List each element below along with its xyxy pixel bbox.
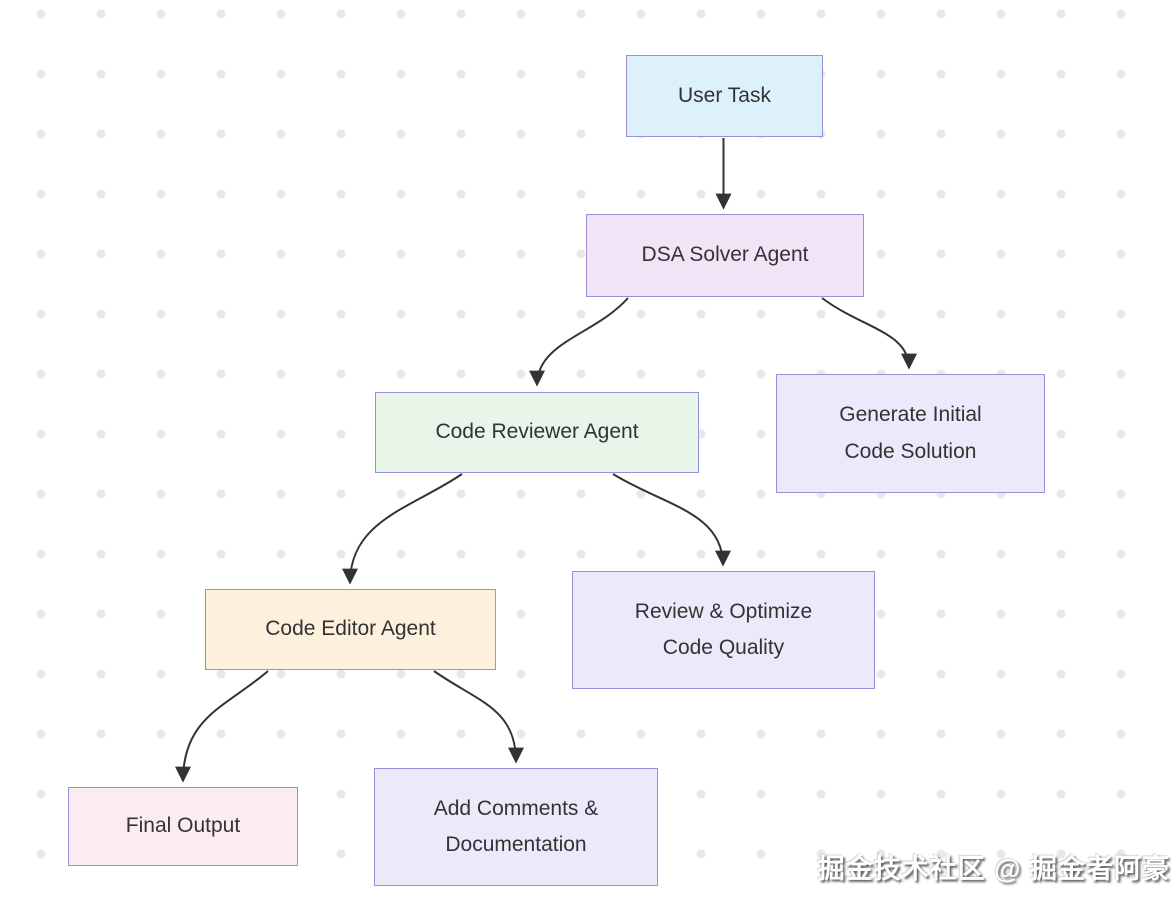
edge-code-editor-to-final-output <box>175 670 269 783</box>
node-add-comments-documentation: Add Comments & Documentation <box>374 768 658 886</box>
edge-dsa-solver-to-generate-initial <box>821 297 917 370</box>
node-dsa-solver-agent: DSA Solver Agent <box>586 214 864 297</box>
node-final-output: Final Output <box>68 787 298 866</box>
watermark-text: 掘金技术社区 @ 掘金者阿豪 <box>817 854 1170 884</box>
node-code-editor-agent: Code Editor Agent <box>205 589 496 670</box>
edge-code-editor-to-add-comments <box>433 670 524 764</box>
edge-code-reviewer-to-review-optimize <box>612 473 731 567</box>
node-generate-initial-code-solution: Generate Initial Code Solution <box>776 374 1045 493</box>
node-code-reviewer-agent: Code Reviewer Agent <box>375 392 699 473</box>
edge-code-reviewer-to-code-editor <box>342 473 463 585</box>
edge-dsa-solver-to-code-reviewer <box>529 297 629 387</box>
node-user-task: User Task <box>626 55 823 137</box>
node-review-optimize-code-quality: Review & Optimize Code Quality <box>572 571 875 689</box>
